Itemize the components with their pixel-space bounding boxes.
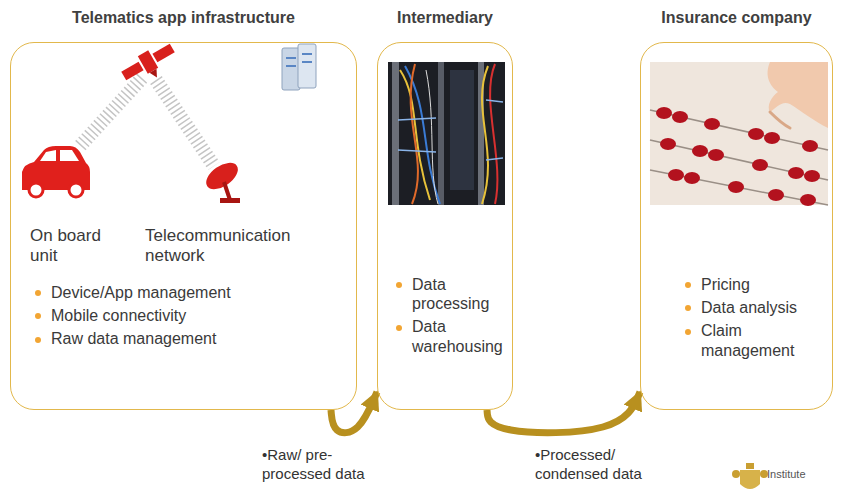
abacus-bead bbox=[748, 128, 764, 140]
panel-box: IntermediaryData processingData warehous… bbox=[377, 42, 513, 410]
dish-base bbox=[220, 198, 240, 203]
server-slot bbox=[302, 53, 312, 55]
server-slot bbox=[302, 61, 312, 63]
logo-text: Institute bbox=[767, 468, 837, 481]
cable bbox=[411, 64, 418, 204]
cable bbox=[482, 66, 488, 204]
satellite-antenna bbox=[150, 69, 161, 80]
rack-post bbox=[438, 62, 444, 205]
dish-stand bbox=[224, 182, 230, 200]
abacus-bead bbox=[668, 169, 684, 181]
panel-box: Insurance companyPricingData analysisCla… bbox=[640, 42, 833, 410]
crest-supporter bbox=[760, 470, 768, 478]
abacus-bead bbox=[800, 194, 816, 206]
dish-icon bbox=[202, 157, 243, 203]
satellite-icon bbox=[119, 39, 181, 91]
bullet-list: PricingData analysisClaim management bbox=[683, 275, 828, 364]
server-unit bbox=[282, 48, 300, 90]
logo-crest bbox=[732, 463, 768, 489]
abacus-bead bbox=[752, 159, 768, 171]
abacus-bead bbox=[692, 145, 708, 157]
car-wheel bbox=[69, 183, 83, 197]
car-wheel bbox=[29, 183, 43, 197]
server-room-photo bbox=[388, 62, 505, 205]
abacus-bead bbox=[728, 181, 744, 193]
part-label: Telecommunication network bbox=[145, 226, 325, 265]
bullet-list: Device/App managementMobile connectivity… bbox=[33, 283, 352, 353]
finger bbox=[770, 112, 790, 128]
crest-supporter bbox=[732, 470, 740, 478]
server-unit bbox=[298, 44, 316, 88]
abacus-bead bbox=[802, 140, 818, 152]
abacus-bead bbox=[788, 167, 804, 179]
rack-post bbox=[392, 62, 399, 205]
abacus-bead bbox=[672, 111, 688, 123]
part-label: On board unit bbox=[30, 226, 122, 265]
box-heading: Telematics app infrastructure bbox=[0, 9, 386, 27]
abacus-bead bbox=[660, 138, 676, 150]
bullet-item: Device/App management bbox=[33, 283, 352, 302]
car-window bbox=[40, 150, 56, 161]
cable bbox=[490, 64, 497, 204]
cable bbox=[426, 70, 438, 204]
abacus-beads bbox=[656, 107, 820, 206]
crest-top bbox=[746, 463, 754, 469]
server-icon bbox=[282, 44, 316, 90]
solar-panel bbox=[121, 62, 143, 81]
car-window bbox=[60, 150, 79, 161]
bullet-list: Data processingData warehousing bbox=[394, 275, 508, 360]
signal-beam bbox=[80, 78, 214, 166]
signal-beam bbox=[156, 80, 214, 166]
photo-ground bbox=[650, 62, 828, 205]
bullet-item: Claim management bbox=[683, 321, 828, 359]
box-heading: Insurance company bbox=[611, 9, 844, 27]
flow-label: •Raw/ pre-processed data bbox=[262, 446, 370, 484]
abacus-photo bbox=[650, 62, 828, 206]
abacus-bead bbox=[804, 170, 820, 182]
bullet-item: Mobile connectivity bbox=[33, 306, 352, 325]
dish-reflector bbox=[202, 157, 243, 194]
flow-arrow bbox=[331, 392, 377, 433]
flow-arrow bbox=[487, 392, 640, 433]
bullet-item: Data processing bbox=[394, 275, 508, 313]
abacus-bead bbox=[708, 149, 724, 161]
abacus-rod bbox=[650, 140, 828, 180]
solar-panel bbox=[152, 44, 174, 63]
server-slot bbox=[286, 57, 296, 59]
abacus-rod bbox=[650, 110, 828, 150]
abacus-bead bbox=[768, 189, 784, 201]
abacus-bead bbox=[704, 118, 720, 130]
bullet-item: Pricing bbox=[683, 275, 828, 294]
bullet-item: Data warehousing bbox=[394, 317, 508, 355]
cable bbox=[398, 100, 503, 160]
signal-beam bbox=[80, 78, 142, 146]
abacus-bead bbox=[656, 107, 672, 119]
crest-shield bbox=[740, 470, 760, 489]
hand bbox=[768, 62, 828, 128]
car-icon bbox=[22, 146, 90, 197]
flow-label: •Processed/ condensed data bbox=[535, 446, 647, 484]
box-heading: Intermediary bbox=[348, 9, 542, 27]
abacus-bead bbox=[684, 172, 700, 184]
rack-unit bbox=[450, 70, 474, 190]
bullet-item: Data analysis bbox=[683, 298, 828, 317]
server-slot bbox=[286, 65, 296, 67]
abacus-bead bbox=[764, 132, 780, 144]
photo-ground bbox=[388, 62, 505, 205]
bullet-item: Raw data management bbox=[33, 329, 352, 348]
